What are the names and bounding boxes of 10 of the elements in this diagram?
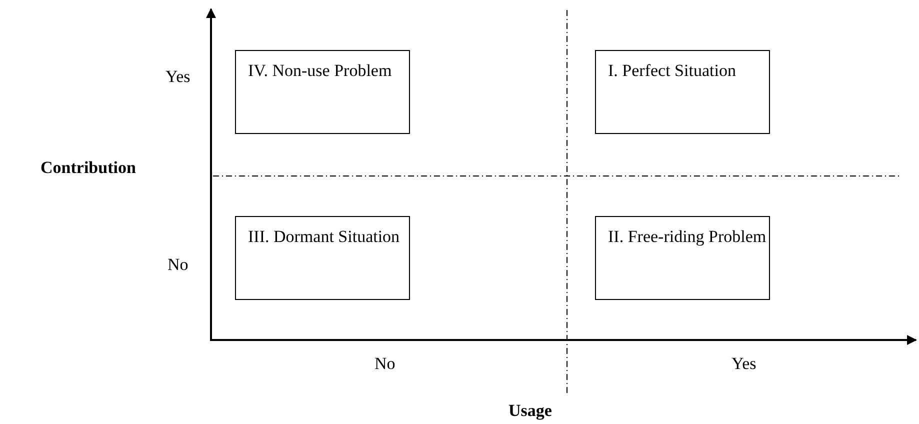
axis-value-label: No — [374, 354, 396, 374]
axis-value-label: No — [168, 255, 188, 275]
axis-value-label: Yes — [732, 354, 756, 374]
axis-value-label: Yes — [166, 67, 190, 87]
quadrant-box: II. Free-riding Problem — [595, 216, 770, 300]
quadrant-box: I. Perfect Situation — [595, 50, 770, 134]
quadrant-box: IV. Non-use Problem — [235, 50, 410, 134]
axis-title: Usage — [508, 401, 552, 421]
quadrant-box: III. Dormant Situation — [235, 216, 410, 300]
axis-title: Contribution — [40, 158, 136, 178]
